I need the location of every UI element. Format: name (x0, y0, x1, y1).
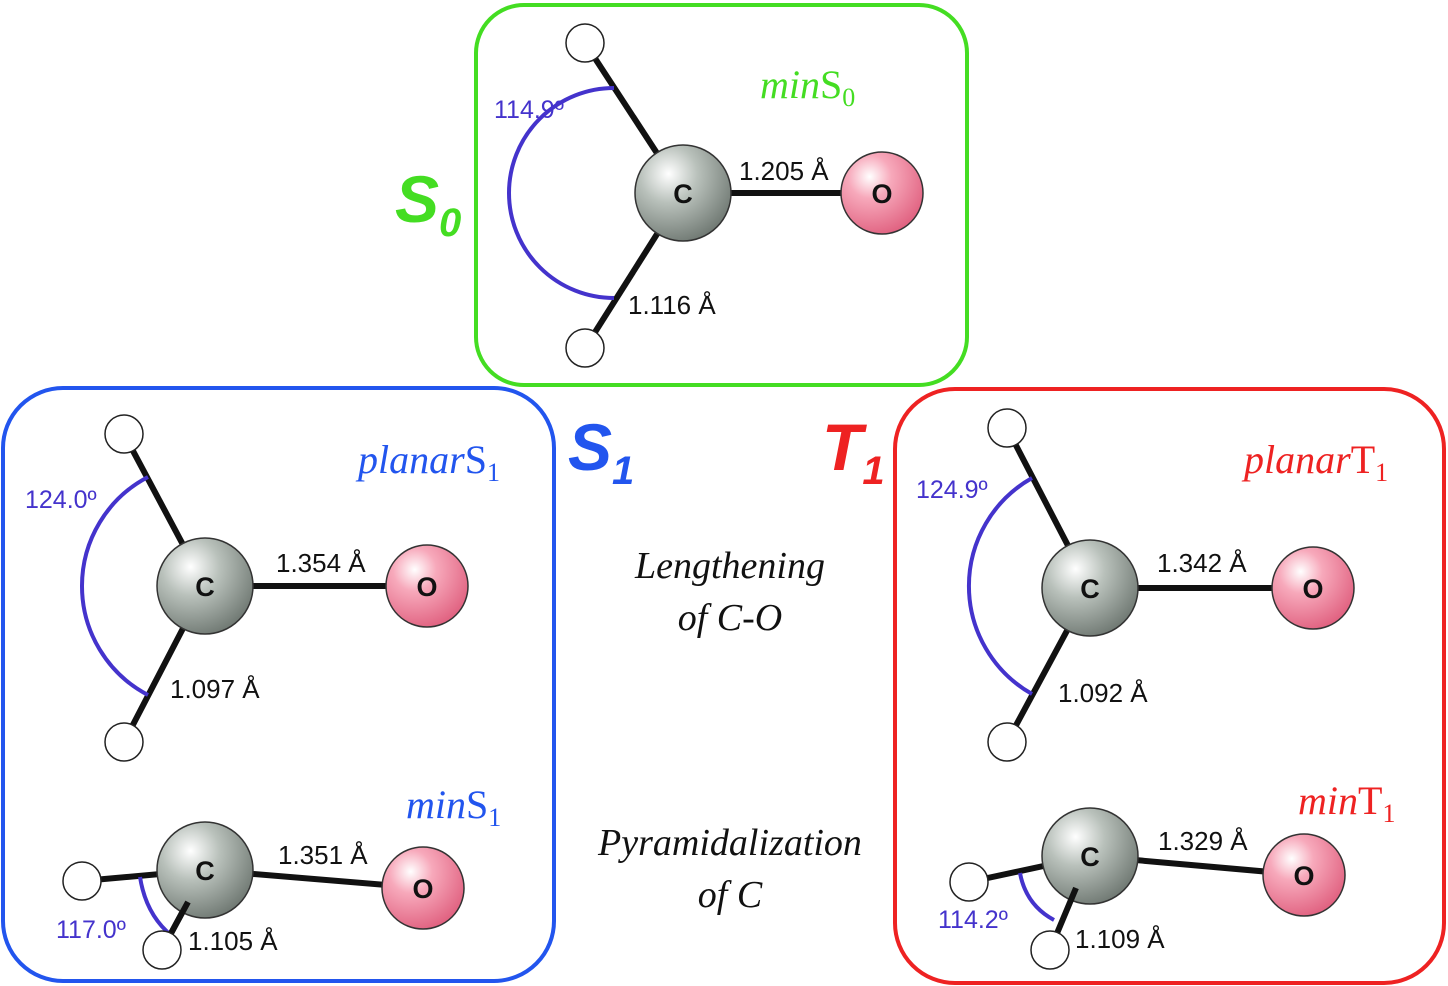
angle-arc (967, 476, 1033, 696)
molecule-minT1: C O 1.329 Å 1.109 Å 114.2º minT1 (938, 778, 1395, 970)
ch-bond-length: 1.116 Å (628, 290, 716, 320)
hydrogen-atom (104, 414, 144, 454)
co-bond-length: 1.351 Å (278, 840, 368, 870)
panel-t1-box (893, 387, 1446, 985)
tag-sub: 1 (1375, 458, 1388, 487)
tag-italic: min (760, 62, 820, 107)
angle-arc (507, 86, 615, 300)
state-label-s0: S0 (395, 162, 461, 245)
tag-roman: T (1351, 437, 1375, 482)
angle-value: 114.9º (494, 96, 564, 124)
state-sub: 1 (612, 449, 634, 493)
panel-s1-box (1, 386, 556, 983)
angle-value: 124.0º (25, 486, 97, 514)
co-bond-length: 1.329 Å (1158, 826, 1248, 856)
tag-italic: planar (355, 437, 465, 482)
oxygen-label: O (1302, 574, 1323, 604)
hydrogen-atom (142, 930, 182, 970)
hydrogen-atom (62, 861, 102, 901)
angle-value: 114.2º (938, 906, 1008, 934)
structure-tag: minT1 (1298, 778, 1395, 828)
carbon-atom (1041, 539, 1139, 637)
carbon-atom (634, 144, 732, 242)
structure-tag: minS0 (760, 62, 855, 112)
tag-roman: S (466, 782, 488, 827)
co-bond-length: 1.205 Å (739, 156, 829, 186)
hydrogen-atom (987, 408, 1027, 448)
molecule-minS1: C O 1.351 Å 1.105 Å 117.0º minS1 (56, 782, 501, 970)
oxygen-atom (1262, 833, 1346, 917)
carbon-atom (1041, 807, 1139, 905)
carbon-atom (156, 537, 254, 635)
oxygen-label: O (416, 572, 437, 602)
caption-of-c: of C (698, 874, 763, 916)
oxygen-label: O (412, 874, 433, 904)
hydrogen-atom (104, 722, 144, 762)
angle-arc (1018, 872, 1055, 922)
carbon-label: C (195, 856, 215, 886)
oxygen-label: O (871, 179, 892, 209)
oxygen-atom (381, 846, 465, 930)
oxygen-atom (840, 151, 924, 235)
state-letter: S (395, 162, 439, 236)
hydrogen-atom (1030, 930, 1070, 970)
angle-value: 124.9º (916, 476, 988, 504)
hydrogen-atom (565, 23, 605, 63)
co-bond-length: 1.342 Å (1157, 548, 1247, 578)
co-bond-length: 1.354 Å (276, 548, 366, 578)
oxygen-atom (385, 544, 469, 628)
ch-bond-length: 1.105 Å (188, 926, 278, 956)
state-sub: 1 (862, 449, 884, 493)
tag-sub: 1 (487, 458, 500, 487)
state-letter: S (568, 410, 612, 484)
angle-value: 117.0º (56, 916, 126, 944)
oxygen-label: O (1293, 861, 1314, 891)
tag-italic: min (1298, 778, 1358, 823)
state-sub: 0 (439, 201, 461, 245)
hydrogen-atom (949, 862, 989, 902)
tag-sub: 1 (1382, 799, 1395, 828)
molecule-planarT1: C O 1.342 Å 1.092 Å 124.9º planarT1 (916, 408, 1388, 762)
hydrogen-atom (565, 328, 605, 368)
caption-lengthening: Lengthening (634, 545, 825, 587)
structure-tag: planarT1 (1241, 437, 1388, 487)
oxygen-atom (1271, 546, 1355, 630)
tag-sub: 1 (488, 803, 501, 832)
tag-roman: S (465, 437, 487, 482)
panel-s0-box (474, 3, 969, 387)
structure-tag: planarS1 (355, 437, 500, 487)
carbon-label: C (195, 572, 215, 602)
ch-bond-length: 1.092 Å (1058, 678, 1148, 708)
carbon-label: C (1080, 574, 1100, 604)
molecule-minS0: C O 1.205 Å 1.116 Å 114.9º minS0 (494, 23, 924, 368)
angle-arc (80, 475, 149, 697)
tag-roman: T (1358, 778, 1382, 823)
hydrogen-atom (987, 722, 1027, 762)
carbon-label: C (673, 179, 693, 209)
carbon-atom (156, 821, 254, 919)
tag-roman: S (820, 62, 842, 107)
caption-of-co: of C-O (678, 597, 783, 639)
state-letter: T (822, 410, 867, 484)
carbon-label: C (1080, 842, 1100, 872)
ch-bond-length: 1.097 Å (170, 674, 260, 704)
structure-tag: minS1 (406, 782, 501, 832)
tag-italic: min (406, 782, 466, 827)
ch-bond-length: 1.109 Å (1075, 924, 1165, 954)
molecule-planarS1: C O 1.354 Å 1.097 Å 124.0º planarS1 (25, 414, 500, 762)
tag-italic: planar (1241, 437, 1351, 482)
state-label-t1: T1 (822, 410, 885, 493)
state-label-s1: S1 (568, 410, 634, 493)
caption-pyramidalization: Pyramidalization (597, 822, 862, 864)
tag-sub: 0 (842, 83, 855, 112)
